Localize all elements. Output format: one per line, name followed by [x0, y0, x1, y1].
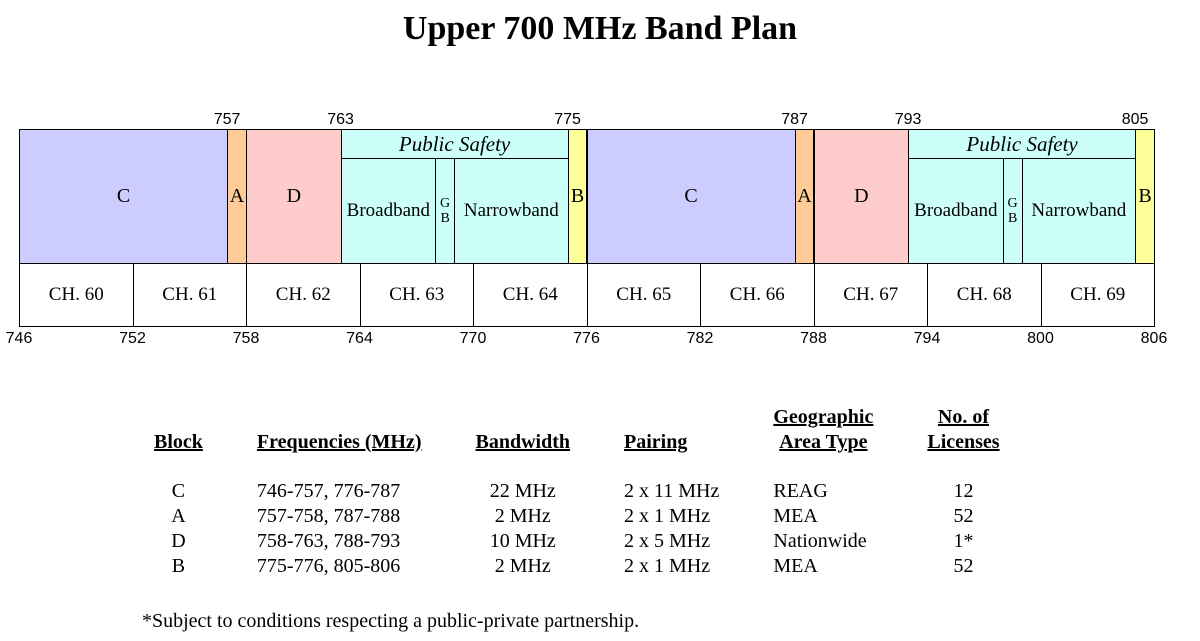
table-cell: 10 MHz — [489, 530, 556, 552]
table-cell: 2 x 11 MHz — [624, 480, 720, 502]
block-c: C — [586, 129, 796, 264]
top-frequency-label: 763 — [327, 111, 354, 128]
block-a: A — [227, 129, 247, 264]
channel-cell: CH. 65 — [586, 263, 701, 327]
table-cell: 12 — [953, 480, 974, 502]
block-a: A — [794, 129, 815, 264]
header-geo-area: Geographic Area Type — [733, 405, 887, 479]
block-d: D — [246, 129, 342, 264]
bottom-frequency-label: 794 — [913, 330, 941, 347]
table-cell: 757-758, 787-788 — [256, 505, 401, 527]
table-cell: MEA — [773, 505, 818, 527]
guard-band-letter: B — [440, 211, 450, 226]
bottom-frequency-label: 764 — [346, 330, 373, 347]
header-pairing: Pairing — [624, 431, 688, 453]
public-safety-broadband: Broadband — [340, 158, 437, 264]
channel-cell: CH. 66 — [700, 263, 815, 327]
bottom-frequency-label: 752 — [119, 330, 146, 347]
bottom-frequency-label: 746 — [5, 330, 33, 347]
guard-band-letter: G — [1007, 196, 1018, 211]
table-cell: 2 MHz — [494, 555, 551, 577]
page-title: Upper 700 MHz Band Plan — [402, 10, 798, 47]
header-lic-line1: No. of — [937, 406, 990, 428]
header-bandwidth: Bandwidth — [475, 431, 571, 453]
table-cell: 746-757, 776-787 — [256, 480, 401, 502]
guard-band-letter: B — [1007, 211, 1018, 226]
block-b: B — [567, 129, 588, 264]
table-row: A 757-758, 787-788 2 MHz 2 x 1 MHz MEA 52 — [140, 504, 1014, 529]
header-geo-line2: Area Type — [779, 431, 868, 453]
table-cell: 2 x 5 MHz — [624, 530, 711, 552]
table-cell: 1* — [953, 530, 974, 552]
public-safety-header: Public Safety — [340, 129, 569, 159]
channel-cell: CH. 67 — [813, 263, 928, 327]
table-cell: 52 — [953, 555, 974, 577]
table-cell: 2 MHz — [494, 505, 551, 527]
table-cell: 2 x 1 MHz — [624, 555, 711, 577]
bottom-frequency-label: 776 — [573, 330, 600, 347]
bottom-frequency-label: 782 — [686, 330, 714, 347]
table-cell: 775-776, 805-806 — [256, 555, 401, 577]
channel-cell: CH. 64 — [473, 263, 588, 327]
top-frequency-label: 805 — [1121, 111, 1149, 128]
channel-cell: CH. 68 — [927, 263, 1042, 327]
bottom-frequency-label: 758 — [232, 330, 260, 347]
table-cell: Nationwide — [773, 530, 867, 552]
public-safety-broadband: Broadband — [908, 158, 1004, 264]
table-header-row: Block Frequencies (MHz) Bandwidth Pairin… — [140, 405, 1014, 479]
table-cell: REAG — [773, 480, 828, 502]
table-cell: D — [171, 530, 186, 552]
table-cell: MEA — [773, 555, 818, 577]
table-cell: 22 MHz — [489, 480, 556, 502]
top-frequency-label: 787 — [781, 111, 808, 128]
table-cell: 2 x 1 MHz — [624, 505, 711, 527]
license-table: Block Frequencies (MHz) Bandwidth Pairin… — [140, 405, 1014, 579]
footnote: *Subject to conditions respecting a publ… — [142, 610, 640, 632]
top-frequency-label: 775 — [554, 111, 581, 128]
channel-cell: CH. 61 — [132, 263, 247, 327]
header-licenses: No. of Licenses — [887, 405, 1013, 479]
channel-cell: CH. 62 — [246, 263, 361, 327]
table-cell: 758-763, 788-793 — [256, 530, 401, 552]
block-c: C — [19, 129, 229, 264]
table-row: D 758-763, 788-793 10 MHz 2 x 5 MHz Nationwi… — [140, 529, 1014, 554]
table-row: C 746-757, 776-787 22 MHz 2 x 11 MHz REAG 12 — [140, 479, 1014, 504]
block-d: D — [813, 129, 910, 264]
channel-cell: CH. 60 — [19, 263, 134, 327]
bottom-frequency-label: 770 — [459, 330, 487, 347]
bottom-frequency-label: 800 — [1027, 330, 1054, 347]
table-cell: C — [171, 480, 186, 502]
bottom-frequency-label: 788 — [800, 330, 827, 347]
public-safety-header: Public Safety — [908, 129, 1137, 159]
channel-cell: CH. 63 — [359, 263, 474, 327]
public-safety-narrowband: Narrowband — [1021, 158, 1137, 264]
top-frequency-label: 793 — [894, 111, 922, 128]
guard-band-letter: G — [440, 196, 451, 211]
header-geo-line1: Geographic — [773, 406, 874, 428]
table-cell: B — [171, 555, 186, 577]
top-frequency-label: 757 — [213, 111, 241, 128]
header-lic-line2: Licenses — [927, 431, 1000, 453]
table-row: B 775-776, 805-806 2 MHz 2 x 1 MHz MEA 52 — [140, 554, 1014, 579]
table-cell: A — [171, 505, 186, 527]
header-block: Block — [154, 431, 203, 453]
bottom-frequency-label: 806 — [1140, 330, 1168, 347]
channel-cell: CH. 69 — [1040, 263, 1155, 327]
table-cell: 52 — [953, 505, 974, 527]
public-safety-narrowband: Narrowband — [454, 158, 569, 264]
block-b: B — [1135, 129, 1155, 264]
header-frequencies: Frequencies (MHz) — [256, 431, 422, 453]
